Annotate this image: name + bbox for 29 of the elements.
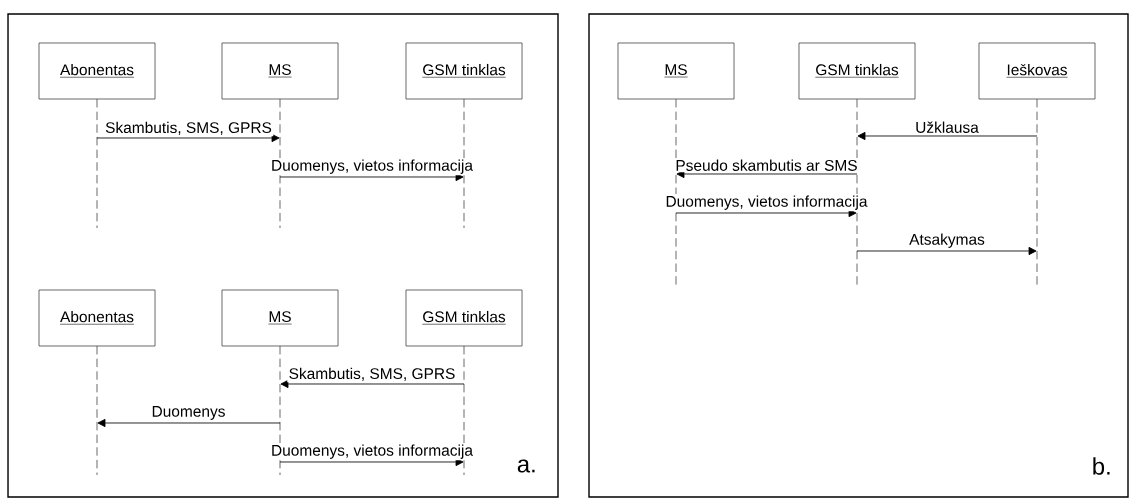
lifeline-head-box: Abonentas <box>38 42 156 100</box>
message-arrow <box>857 131 1038 141</box>
message-arrow <box>856 246 1037 256</box>
lifeline-head-box: MS <box>221 289 339 347</box>
message-label: Duomenys <box>152 406 225 420</box>
message-label: Atsakymas <box>909 233 985 248</box>
lifeline-head-box: MS <box>617 42 735 100</box>
message-arrow <box>96 133 280 143</box>
lifeline-head-box: GSM tinklas <box>405 42 523 100</box>
lifeline-head-box: Abonentas <box>38 289 156 347</box>
message-label: Duomenys, vietos informacija <box>666 195 868 210</box>
lifeline-head-box: MS <box>221 42 339 100</box>
message-label: Užklausa <box>916 121 979 133</box>
message-arrow <box>279 457 464 467</box>
message-label: Skambutis, SMS, GPRS <box>105 121 272 135</box>
message-label: Pseudo skambutis ar SMS <box>676 159 857 171</box>
message-arrow <box>676 169 858 179</box>
message-arrow <box>280 379 465 389</box>
lifeline-head-box: GSM tinklas <box>405 289 523 347</box>
message-label: Duomenys, vietos informacija <box>272 159 473 174</box>
message-label: Duomenys, vietos informacija <box>272 444 473 459</box>
lifeline-head-box: GSM tinklas <box>798 42 916 100</box>
panel-label: a. <box>517 459 535 473</box>
message-arrow <box>97 418 281 428</box>
message-arrow <box>675 208 857 218</box>
message-label: Skambutis, SMS, GPRS <box>289 367 455 381</box>
lifeline-head-box: Ieškovas <box>978 42 1096 100</box>
message-arrow <box>279 172 464 182</box>
panel-label: b. <box>1093 457 1110 475</box>
